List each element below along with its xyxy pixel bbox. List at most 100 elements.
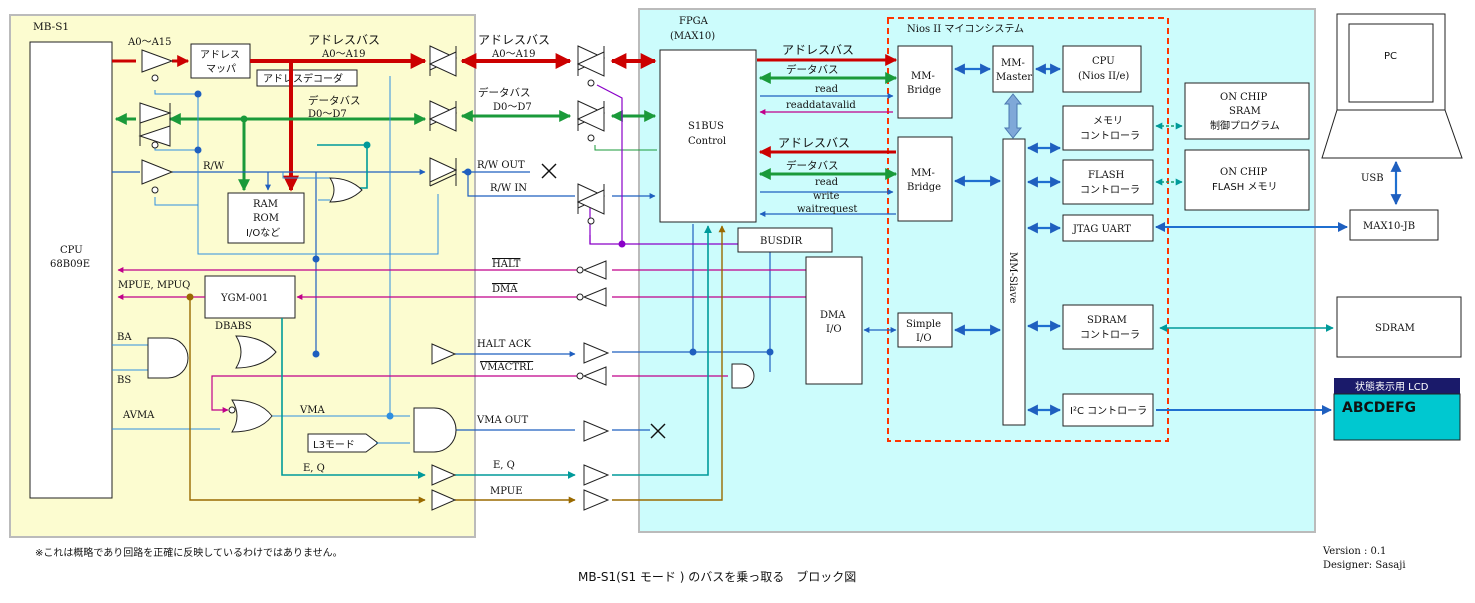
data-bus-thin (594, 145, 657, 151)
sig1-data: データバス (786, 63, 839, 76)
address-bus-wires (112, 53, 898, 192)
buffers-bus (576, 45, 755, 511)
l3-mode-label: L3モード (313, 440, 355, 451)
cpu-label-1: CPU (60, 245, 83, 256)
nios-cpu-label-2: (Nios II/e) (1078, 71, 1129, 82)
dma-io-label-1: DMA (820, 310, 846, 321)
flash-label-1: ON CHIP (1220, 167, 1267, 178)
bus-addr-label-2: A0～A19 (491, 49, 536, 60)
mpue-wires (189, 225, 726, 504)
decoder-label: アドレスデコーダ (263, 72, 343, 85)
sig2-wait: waitrequest (797, 204, 857, 215)
address-decoder-block (256, 69, 358, 87)
i2c-ctrl-label: I²C コントローラ (1070, 405, 1147, 417)
dbabs-label: DBABS (215, 321, 252, 332)
sram-label-3: 制御プログラム (1210, 119, 1280, 132)
halt-label: HALT (492, 259, 521, 270)
lcd-title: 状態表示用 LCD (1355, 380, 1429, 393)
dma-io-label-2: I/O (826, 324, 842, 335)
bridge1-label-2: Bridge (907, 85, 941, 96)
junction-dots (186, 90, 774, 420)
sig2-write: write (813, 191, 840, 202)
sdram-label: SDRAM (1375, 323, 1415, 334)
flash-ctrl-label-2: コントローラ (1080, 184, 1140, 196)
flash-ctrl (1062, 159, 1154, 205)
cpu-label-2: 68B09E (50, 259, 90, 270)
dma-label: DMA (492, 284, 518, 295)
ram-label-2: ROM (253, 213, 279, 224)
busdir-label: BUSDIR (760, 236, 803, 247)
sdram-ctrl-label-2: コントローラ (1080, 329, 1140, 341)
mapper-label-1: アドレス (200, 50, 240, 61)
ba-label: BA (117, 332, 132, 343)
s1bus-label-1: S1BUS (688, 121, 724, 132)
eq-label-inner: E, Q (303, 463, 325, 474)
vmactrl-label: VMACTRL (479, 362, 534, 373)
eq-wires (281, 144, 712, 479)
fpga-title-2: (MAX10) (670, 31, 715, 42)
rw-label: R/W (203, 161, 225, 172)
bridge2-label-2: Bridge (907, 182, 941, 193)
footer-note: ※これは概略であり回路を正確に反映しているわけではありません。 (35, 546, 343, 559)
avma-label: AVMA (122, 410, 155, 421)
mpue-label: MPUE (490, 486, 523, 497)
s1bus-label-2: Control (688, 136, 726, 147)
footer-designer: Designer: Sasaji (1323, 560, 1406, 571)
busdir-block (737, 227, 833, 253)
mem-ctrl-label-1: メモリ (1093, 116, 1123, 127)
sig1-addr: アドレスバス (782, 43, 854, 57)
pc-keyboard (1321, 109, 1463, 159)
simple-io-label-2: I/O (916, 333, 932, 344)
cpu-block (29, 41, 113, 499)
mbs1-title: MB-S1 (33, 21, 69, 33)
data-bus-label-1: データバス (308, 94, 361, 107)
sdram-ctrl (1062, 304, 1154, 350)
onchip-flash (1184, 149, 1310, 211)
addr-in-label: A0～A15 (127, 37, 172, 48)
sdram-ctrl-label-1: SDRAM (1087, 315, 1127, 326)
flash-label-2: FLASH メモリ (1212, 182, 1277, 193)
master-label-1: MM- (1001, 58, 1025, 69)
sig1-rdv: readdatavalid (786, 100, 856, 111)
footer-caption: MB-S1(S1 モード ) のバスを乗っ取る ブロック図 (578, 569, 856, 584)
jtag-uart-label: JTAG UART (1072, 224, 1131, 235)
addr-bus-label-2: A0～A19 (321, 49, 366, 60)
mm-bridge-2 (897, 136, 953, 222)
bus-data-label-1: データバス (478, 86, 531, 99)
rw-in-label: R/W IN (490, 183, 527, 194)
ram-label-1: RAM (253, 199, 278, 210)
ctrl-mem-links (1155, 122, 1183, 186)
usb-label: USB (1361, 173, 1384, 184)
mm-master (992, 45, 1034, 93)
eq-label: E, Q (493, 460, 515, 471)
pc-screen (1348, 23, 1434, 103)
onchip-sram (1184, 82, 1310, 140)
max10jb-block (1349, 209, 1439, 241)
s1bus-control-block (659, 49, 757, 223)
pc-label: PC (1384, 51, 1397, 62)
sig2-read: read (815, 177, 839, 188)
bs-label: BS (117, 375, 131, 386)
bus-data-label-2: D0～D7 (493, 102, 532, 113)
bridge2-label-1: MM- (911, 168, 935, 179)
mapper-label-2: マッパ (206, 63, 236, 75)
lcd-screen (1333, 393, 1461, 441)
bridge1-label-1: MM- (911, 71, 935, 82)
flash-ctrl-label-1: FLASH (1088, 170, 1125, 181)
bus-addr-label-1: アドレスバス (478, 33, 550, 47)
i2c-ctrl (1062, 393, 1154, 427)
sig2-data: データバス (786, 159, 839, 172)
buffers-mbs1 (138, 45, 458, 511)
ygm001-label: YGM-001 (220, 293, 268, 304)
mpue-mpuq-label: MPUE, MPUQ (118, 280, 190, 291)
nios-cpu-label-1: CPU (1092, 56, 1115, 67)
ram-label-3: I/Oなど (246, 227, 280, 239)
dma-io-block (805, 256, 863, 385)
ram-rom-block (227, 192, 305, 244)
max10jb-label: MAX10-JB (1363, 221, 1415, 232)
vma-out-label: VMA OUT (476, 415, 528, 426)
simple-io-label-1: Simple (906, 319, 941, 330)
mem-ctrl-label-2: コントローラ (1080, 130, 1140, 142)
